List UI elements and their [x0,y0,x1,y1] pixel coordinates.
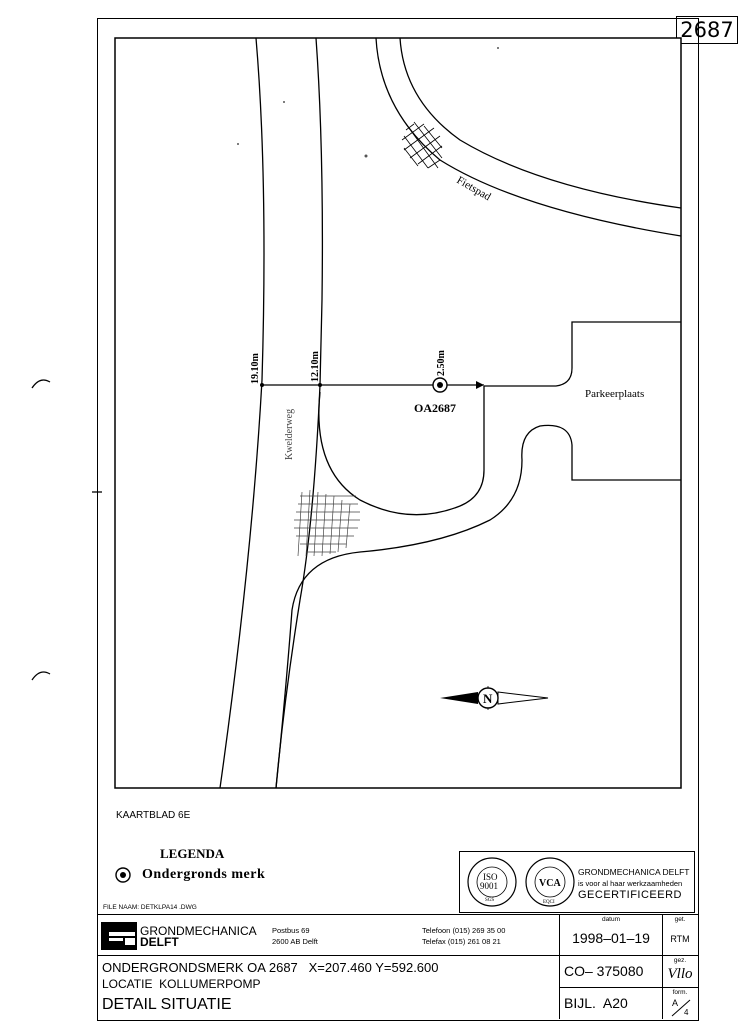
form-slash [671,999,691,1017]
legend-item-label: Ondergronds merk [142,867,266,882]
road-edge-right [275,37,324,789]
title-block-row2 [559,987,698,988]
datum-value: 1998–01–19 [572,930,650,946]
form-num: 4 [684,1008,689,1017]
label-marker: OA2687 [414,401,456,415]
title-block-top [97,914,698,915]
cert-line2: is voor al haar werkzaamheden [578,879,683,888]
kaartblad-label: KAARTBLAD 6E [116,810,191,821]
parking-lot-lower [275,424,681,789]
svg-text:VCA: VCA [539,878,561,889]
vegetation-hatch-top [401,121,443,169]
iso-seal: ISO 9001 SGS VCA EQCI [467,857,575,907]
telefax: Telefax (015) 261 08 21 [422,937,501,946]
label-parkeerplaats: Parkeerplaats [585,388,644,400]
cert-company: GRONDMECHANICA DELFT [578,867,690,877]
co-number: CO– 375080 [564,963,644,979]
title-block-row1 [97,955,698,956]
binder-marks [31,379,102,681]
file-name: FILE NAAM: DETKLPA14 .DWG [103,904,197,911]
bikepath-edge-inner [399,37,682,209]
get-label: get. [674,916,686,923]
gez-label: gez. [673,957,687,964]
vegetation-hatch-bottom [294,489,360,557]
title-line-3: DETAIL SITUATIE [102,996,232,1013]
company-logo-icon [101,922,137,950]
label-kwelderweg: Kwelderweg [284,409,295,460]
title-line-2: LOCATIE KOLLUMERPOMP [102,977,261,991]
bijl-label: BIJL. A20 [564,995,628,1011]
north-arrow-icon: N [440,686,549,710]
telefoon: Telefoon (015) 269 35 00 [422,926,506,935]
parking-lot-outline [484,321,681,387]
company-name-2: DELFT [140,935,179,949]
certification-box: ISO 9001 SGS VCA EQCI GRONDMECHANICA DEL… [459,851,695,913]
title-block-col1 [559,914,560,1019]
svg-text:9001: 9001 [480,881,498,891]
survey-marker-icon [432,377,448,393]
cert-line3: GECERTIFICEERD [578,889,682,901]
title-block-col2 [662,914,663,1019]
survey-marker-icon [115,867,131,883]
road-edge-left [219,37,265,789]
sheet-frame [97,18,699,1021]
svg-text:N: N [483,691,493,706]
postbus: Postbus 69 [272,926,310,935]
svg-text:SGS: SGS [485,898,494,903]
gez-signature: Vllo [667,966,693,982]
sheet-number: 2687 [676,16,738,44]
bikepath-edge-outer [375,37,682,237]
label-dist-2: 12.10m [310,351,321,383]
punch-hole-mark [31,671,51,681]
svg-text:EQCI: EQCI [543,900,555,905]
legend-item: Ondergronds merk [114,866,265,884]
form-label: form. [672,989,688,996]
inner-island-edge [318,386,485,516]
punch-hole-mark [31,379,51,389]
postcode: 2600 AB Delft [272,937,318,946]
label-dist-1: 19.10m [250,353,261,385]
site-map: Fietspad Kwelderweg Parkeerplaats OA2687… [114,37,682,789]
svg-text:ISO: ISO [483,872,498,882]
legend-title: LEGENDA [160,846,225,861]
datum-label: datum [601,916,621,923]
get-value: RTM [670,934,690,944]
company-name-1: GRONDMECHANICA [140,924,257,938]
label-dist-3: 2.50m [436,350,447,377]
form-a: A [672,998,679,1008]
title-line-1: ONDERGRONDSMERK OA 2687 X=207.460 Y=592.… [102,960,439,975]
